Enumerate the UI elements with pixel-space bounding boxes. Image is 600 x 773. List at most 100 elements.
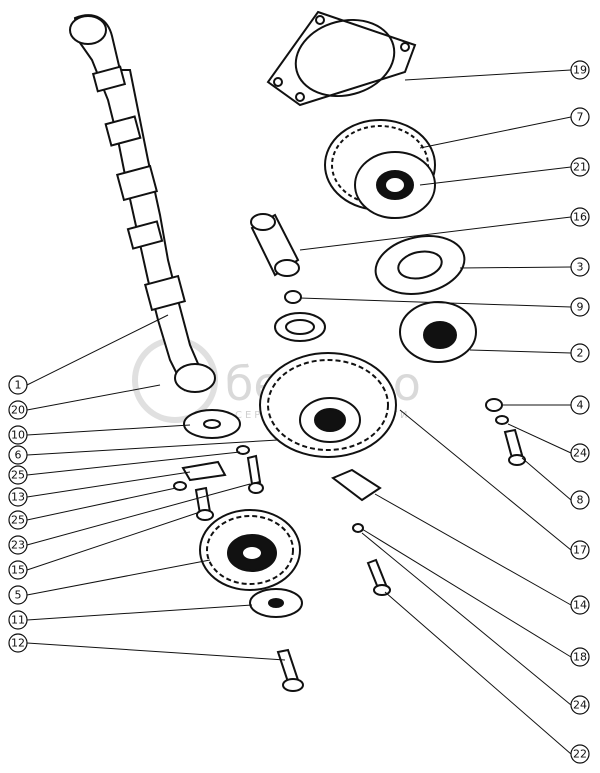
callout-circle [570,744,590,764]
callout-number: 24 [573,699,587,712]
callout-number: 15 [11,564,25,577]
callout-number: 25 [11,514,25,527]
callout-circle [8,445,28,465]
leader-line-c9 [299,297,572,308]
callout-number: 21 [573,161,587,174]
callout-circle [8,425,28,445]
callout-c24a: 24 [570,443,590,463]
callout-c15: 15 [8,560,28,580]
callout-circle [570,60,590,80]
callout-c25b: 25 [8,510,28,530]
leader-line-c24a [507,423,572,454]
callout-c13: 13 [8,487,28,507]
part-washer-10 [183,409,241,439]
callout-number: 8 [577,494,584,507]
callout-number: 1 [15,379,22,392]
callout-circle [8,375,28,395]
callout-circle [570,257,590,277]
part-flange-2 [399,301,477,363]
leader-line-c25a [26,451,241,476]
part-gear-17 [259,352,397,458]
part-gear-5 [199,509,301,591]
callout-circle [8,535,28,555]
callout-number: 23 [11,539,25,552]
part-bolt-22 [366,558,391,596]
callout-number: 10 [11,429,25,442]
callout-number: 16 [573,211,587,224]
callout-c21: 21 [570,157,590,177]
callout-number: 13 [11,491,25,504]
callout-circle [8,560,28,580]
callout-c19: 19 [570,60,590,80]
callout-c3: 3 [570,257,590,277]
part-washer-11 [249,588,303,618]
leader-line-c20 [26,384,161,411]
callout-c6: 6 [8,445,28,465]
callout-number: 14 [573,599,587,612]
leader-line-c5 [26,559,211,596]
leader-line-c6 [26,439,279,456]
callout-c16: 16 [570,207,590,227]
callout-number: 9 [577,301,584,314]
callout-c1: 1 [8,375,28,395]
callout-number: 12 [11,637,25,650]
callout-c17: 17 [570,540,590,560]
part-gasket-19 [266,10,417,107]
part-nut-4 [485,398,503,412]
callout-labels: 1972116392424817141824221201062513252315… [8,60,590,764]
callout-c14: 14 [570,595,590,615]
part-plate-13 [181,460,227,482]
callout-circle [570,647,590,667]
part-washer-18 [352,523,364,533]
callout-number: 3 [577,261,584,274]
part-bolt-12 [276,648,304,692]
callout-circle [8,633,28,653]
callout-c8: 8 [570,490,590,510]
callout-c7: 7 [570,107,590,127]
callout-c9: 9 [570,297,590,317]
callout-number: 18 [573,651,587,664]
callout-circle [570,490,590,510]
callout-circle [8,487,28,507]
callout-number: 25 [11,469,25,482]
leader-line-c12 [26,642,286,661]
leader-line-c10 [26,424,191,436]
callout-number: 5 [15,589,22,602]
callout-c2: 2 [570,343,590,363]
leader-line-c16 [299,216,572,251]
callout-circle [570,540,590,560]
leader-line-c13 [26,471,191,498]
callout-circle [570,595,590,615]
leader-line-c19 [404,69,572,81]
callout-c23: 23 [8,535,28,555]
callout-circle [570,695,590,715]
callout-circle [570,207,590,227]
part-plate-3 [374,235,466,295]
part-gear-7 [324,119,436,219]
leader-line-c21 [419,166,572,186]
callout-number: 6 [15,449,22,462]
callout-number: 19 [573,64,587,77]
callout-c11: 11 [8,610,28,630]
callout-number: 24 [573,447,587,460]
callout-number: 22 [573,748,587,761]
leader-line-c17 [399,409,572,551]
leader-line-c25b [26,487,177,521]
callout-number: 4 [577,399,584,412]
leader-lines [26,69,572,755]
leader-line-c24b [361,532,572,706]
callout-c22: 22 [570,744,590,764]
part-camshaft-1 [69,14,216,393]
callout-number: 7 [577,111,584,124]
leader-line-c8 [521,457,572,501]
callout-circle [570,443,590,463]
callout-c10: 10 [8,425,28,445]
part-lockwasher-24 [495,415,509,425]
leader-line-c2 [469,349,572,354]
callout-circle [8,465,28,485]
part-bolt-23 [194,454,264,521]
callout-c18: 18 [570,647,590,667]
leader-line-c23 [26,483,251,546]
callout-circle [570,107,590,127]
